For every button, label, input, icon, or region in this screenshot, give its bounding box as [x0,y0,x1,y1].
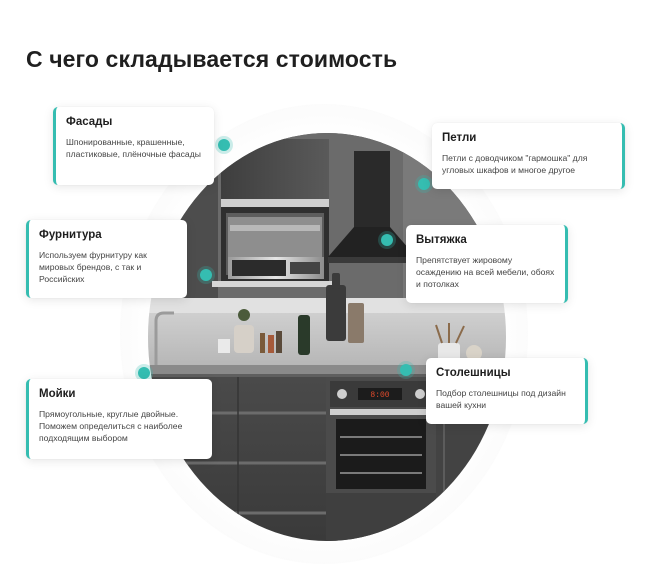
countertop [148,365,506,374]
card-hardware-text: Используем фурнитуру как мировых брендов… [39,250,147,284]
card-countertops-title: Столешницы [436,367,511,379]
marker-hardware-dot[interactable] [200,269,212,281]
card-sinks-text: Прямоугольные, круглые двойные. Поможем … [39,409,183,443]
marker-hood-dot[interactable] [381,234,393,246]
card-hinges-title: Петли [442,132,477,144]
marker-sinks-dot[interactable] [138,367,150,379]
hood-chimney [354,151,390,227]
card-hardware: Фурнитура Используем фурнитуру как миров… [26,220,187,298]
card-hardware-title: Фурнитура [39,229,102,241]
card-hood-text: Препятствует жировому осаждению на всей … [416,255,555,289]
oven-clock: 8:00 [370,391,389,400]
hood-canopy [328,227,416,257]
marker-hinges-dot[interactable] [418,178,430,190]
card-sinks: Мойки Прямоугольные, круглые двойные. По… [26,379,212,459]
page-title: С чего складывается стоимость [26,46,398,72]
card-sinks-title: Мойки [39,388,76,400]
card-countertops: Столешницы Подбор столешницы под дизайн … [426,358,588,424]
kitchen-illustration: 8:00 [148,133,506,541]
card-facades: Фасады Шпонированные, крашенные, пластик… [53,107,214,185]
card-facades-title: Фасады [66,116,113,128]
kitchen-image: 8:00 [148,133,506,541]
card-hinges: Петли Петли с доводчиком "гармошка" для … [432,123,625,189]
marker-facades-dot[interactable] [218,139,230,151]
upper-cabinet [221,139,329,199]
marker-countertops-dot[interactable] [400,364,412,376]
card-hinges-text: Петли с доводчиком "гармошка" для угловы… [442,153,588,175]
card-hood: Вытяжка Препятствует жировому осаждению … [406,225,568,303]
card-facades-text: Шпонированные, крашенные, пластиковые, п… [66,137,201,159]
card-countertops-text: Подбор столешницы под дизайн вашей кухни [436,388,566,410]
card-hood-title: Вытяжка [416,234,467,246]
